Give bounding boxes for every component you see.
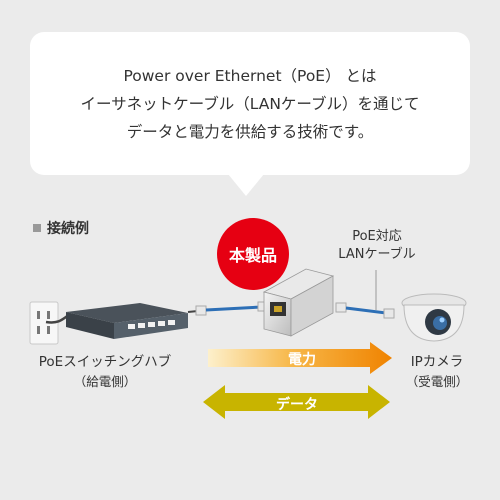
switch-hub-label: PoEスイッチングハブ （給電側） bbox=[20, 352, 190, 392]
product-badge: 本製品 bbox=[217, 218, 289, 290]
power-arrow-label: 電力 bbox=[288, 352, 316, 368]
switch-hub-name: PoEスイッチングハブ bbox=[38, 354, 172, 370]
cable-label-line-1: PoE対応 bbox=[352, 229, 402, 244]
connection-example-heading: 接続例 bbox=[33, 218, 89, 238]
camera-label: IPカメラ （受電側） bbox=[392, 352, 482, 392]
explanation-bubble bbox=[30, 32, 470, 175]
explanation-line-3: データと電力を供給する技術です。 bbox=[126, 123, 374, 141]
data-arrow-label: データ bbox=[276, 397, 318, 413]
cable-label-line-2: LANケーブル bbox=[338, 247, 416, 262]
bubble-tail bbox=[228, 174, 264, 196]
explanation-line-2: イーサネットケーブル（LANケーブル）を通じて bbox=[80, 95, 420, 113]
connection-example-label: 接続例 bbox=[47, 221, 89, 237]
lan-cable-right-icon bbox=[335, 270, 395, 319]
camera-name: IPカメラ bbox=[410, 354, 464, 370]
lan-cable-left-icon bbox=[187, 301, 269, 316]
cable-label: PoE対応 LANケーブル bbox=[332, 228, 422, 264]
power-arrow-icon bbox=[208, 342, 392, 374]
product-badge-label: 本製品 bbox=[228, 246, 277, 265]
data-arrow-icon bbox=[203, 385, 390, 419]
explanation-line-1: Power over Ethernet（PoE） とは bbox=[123, 67, 377, 85]
square-bullet-icon bbox=[33, 224, 41, 232]
ip-camera-icon bbox=[401, 293, 467, 342]
explanation-text: Power over Ethernet（PoE） とは イーサネットケーブル（L… bbox=[30, 62, 470, 146]
switch-hub-role: （給電側） bbox=[73, 374, 137, 389]
wall-outlet-icon bbox=[29, 301, 71, 345]
switching-hub-icon bbox=[66, 303, 188, 339]
lan-coupler-icon bbox=[262, 268, 335, 337]
camera-role: （受電側） bbox=[405, 374, 469, 389]
